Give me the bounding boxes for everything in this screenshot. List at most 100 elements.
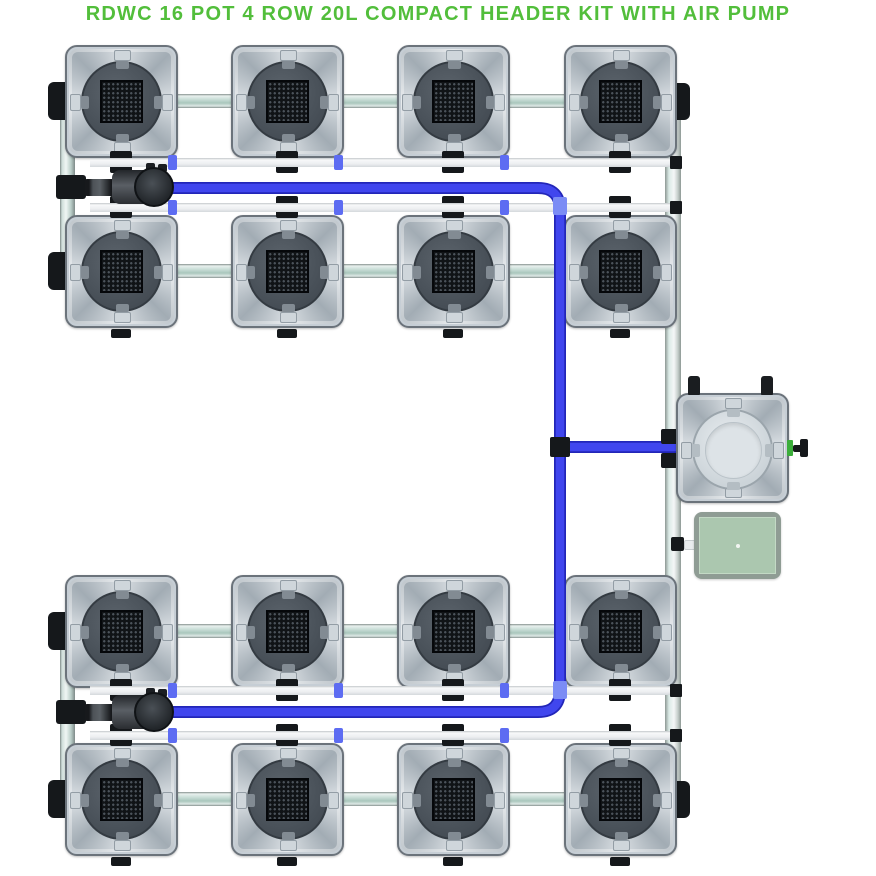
pot-drain-tab-row4-c2	[277, 857, 297, 866]
pot-tab-right	[162, 264, 173, 281]
grow-pot-r4-c2	[231, 743, 344, 856]
grow-pot-r3-c4	[564, 575, 677, 688]
lid-nub	[580, 96, 588, 109]
pot-tab-right	[661, 264, 672, 281]
lid-nub	[615, 134, 628, 142]
lid-nub	[116, 664, 129, 672]
lid-nub	[448, 304, 461, 312]
mesh-lid	[100, 778, 143, 821]
pot-lid	[580, 61, 661, 142]
mesh-lid	[266, 80, 309, 123]
lid-nub	[765, 444, 773, 457]
mesh-lid	[266, 610, 309, 653]
lid-nub	[486, 626, 494, 639]
row4-interconnect-pipe-1	[170, 792, 240, 806]
lid-nub	[247, 266, 255, 279]
rail2-joint-clip-1	[168, 200, 177, 215]
pot-lid	[247, 61, 328, 142]
pot-tab-bottom	[613, 840, 630, 851]
pot-tab-left	[70, 792, 81, 809]
pot-tab-right	[494, 94, 505, 111]
pot-drain-tab-row2-c2	[277, 329, 297, 338]
mesh-lid	[599, 778, 642, 821]
grow-pot-r2-c1	[65, 215, 178, 328]
lid-nub	[282, 134, 295, 142]
pot-tab-top	[446, 50, 463, 61]
lid-nub	[580, 794, 588, 807]
header-lid-cap	[705, 422, 762, 479]
row4-interconnect-pipe-3	[502, 792, 572, 806]
grow-pot-r4-c3	[397, 743, 510, 856]
lid-nub	[692, 444, 700, 457]
tube-tee-fitting	[550, 437, 570, 457]
mesh-lid	[599, 250, 642, 293]
pot-lid	[81, 591, 162, 672]
grow-pot-r1-c1	[65, 45, 178, 158]
pot-tab-left	[236, 264, 247, 281]
lid-nub	[282, 664, 295, 672]
lid-nub	[413, 96, 421, 109]
pot-tab-left	[70, 94, 81, 111]
pot-lid	[580, 591, 661, 672]
lid-nub	[282, 759, 295, 767]
grow-pot-r4-c4	[564, 743, 677, 856]
mesh-lid	[266, 250, 309, 293]
rail4-joint-clip-3	[500, 728, 509, 743]
header-outlet-green-fitting	[787, 440, 793, 456]
pot-tab-right	[328, 792, 339, 809]
lid-nub	[282, 832, 295, 840]
air-pump	[694, 512, 781, 579]
pot-tab-left	[402, 94, 413, 111]
header-pot-lid	[692, 409, 773, 490]
tube-rail-4	[90, 731, 676, 740]
lid-nub	[282, 61, 295, 69]
mesh-lid	[432, 778, 475, 821]
mesh-lid	[100, 250, 143, 293]
rail2-joint-clip-2	[334, 200, 343, 215]
mesh-lid	[432, 610, 475, 653]
product-title: RDWC 16 POT 4 ROW 20L COMPACT HEADER KIT…	[85, 3, 791, 25]
pot-tab-bottom	[446, 312, 463, 323]
header-tab-top	[725, 398, 742, 409]
lid-nub	[116, 231, 129, 239]
row2-interconnect-pipe-1	[170, 264, 240, 278]
pot-lid	[247, 231, 328, 312]
row1-interconnect-pipe-2	[336, 94, 406, 108]
pot-lid	[413, 591, 494, 672]
pot-tab-left	[402, 624, 413, 641]
rail1-joint-clip-2	[334, 155, 343, 170]
delivery-tube-core	[170, 183, 565, 717]
tube-rail-3	[90, 686, 676, 695]
lid-nub	[116, 134, 129, 142]
pot-lid	[81, 61, 162, 142]
tube-rail-2	[90, 203, 676, 212]
pot-tab-right	[328, 264, 339, 281]
pot-tab-left	[569, 792, 580, 809]
pot-tab-bottom	[280, 312, 297, 323]
lid-nub	[282, 304, 295, 312]
pot-tab-right	[661, 624, 672, 641]
pot-lid	[247, 759, 328, 840]
pot-tab-left	[569, 94, 580, 111]
lid-nub	[320, 626, 328, 639]
lid-nub	[81, 96, 89, 109]
header-inlet-fitting-upper	[661, 429, 680, 444]
tube-rail-clip-top	[553, 197, 567, 215]
pot-tab-left	[569, 624, 580, 641]
row1-interconnect-pipe-1	[170, 94, 240, 108]
pot-drain-tab-row4-c1	[111, 857, 131, 866]
header-port-right	[761, 376, 773, 395]
header-outlet-stub	[793, 445, 802, 452]
rail1-joint-clip-1	[168, 155, 177, 170]
lid-nub	[580, 266, 588, 279]
pot-lid	[413, 231, 494, 312]
air-line-fitting	[671, 537, 684, 551]
lid-nub	[154, 626, 162, 639]
lid-nub	[653, 96, 661, 109]
header-outlet-tee	[800, 439, 808, 457]
pot-tab-right	[661, 94, 672, 111]
row3-interconnect-pipe-2	[336, 624, 406, 638]
lid-nub	[247, 794, 255, 807]
lid-nub	[116, 304, 129, 312]
